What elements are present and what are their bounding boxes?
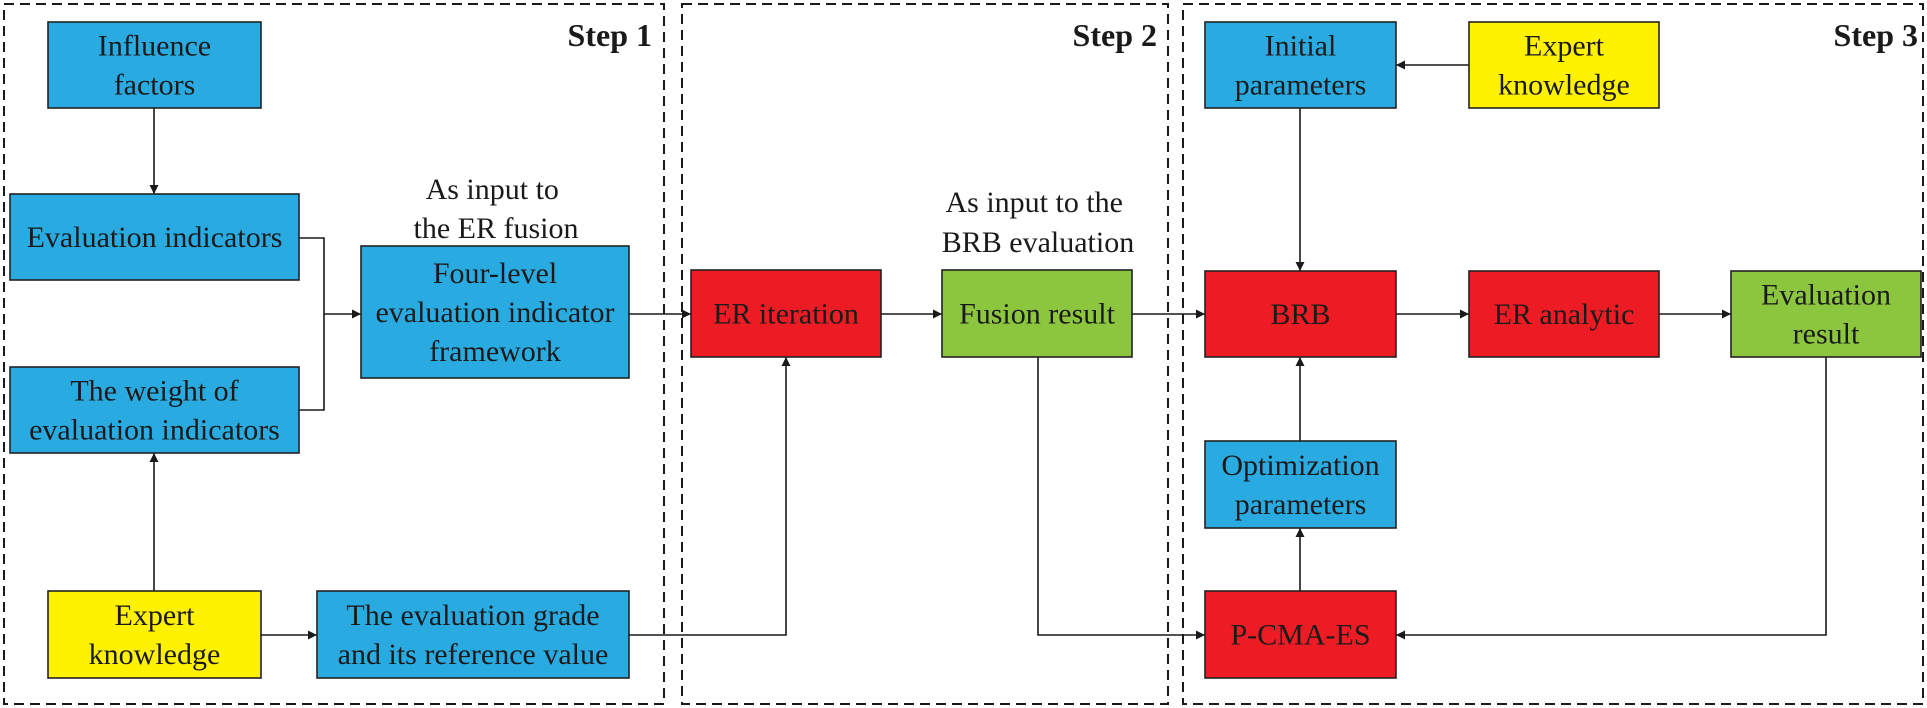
four-level-framework-box: Four-level evaluation indicator framework [360, 245, 630, 379]
box-label: evaluation indicators [29, 414, 280, 447]
box-label: parameters [1235, 69, 1367, 102]
brb-box: BRB [1204, 270, 1397, 358]
step-2-section [681, 3, 1169, 705]
box-shape [1468, 270, 1660, 358]
edge-grade-to-er-iteration [629, 357, 791, 636]
note-line: As input to [426, 173, 559, 206]
p-cma-es-box: P-CMA-ES [1204, 590, 1397, 679]
box-label: factors [114, 69, 196, 102]
evaluation-indicators-box: Evaluation indicators [9, 193, 300, 281]
edge-indicators-to-framework [299, 237, 361, 319]
box-shape [47, 21, 262, 109]
step-3-section [1182, 3, 1924, 705]
edge-weight-to-framework [299, 314, 325, 411]
box-shape [9, 193, 300, 281]
box-shape [47, 590, 262, 679]
box-label: evaluation indicator [375, 296, 614, 329]
box-label: Four-level [433, 257, 557, 290]
er-iteration-box: ER iteration [690, 269, 882, 358]
box-shape [1468, 21, 1660, 109]
initial-parameters-box: Initial parameters [1204, 21, 1397, 109]
influence-factors-box: Influence factors [47, 21, 262, 109]
box-label: ER analytic [1494, 298, 1635, 331]
er-fusion-input-note: As input to the ER fusion [414, 173, 579, 245]
box-label: The weight of [70, 375, 238, 408]
box-shape [9, 366, 300, 454]
box-shape [941, 269, 1133, 358]
box-label: Evaluation [1761, 279, 1891, 312]
edge-fusion-to-p-cma-es [1037, 357, 1205, 640]
box-label: Expert [115, 599, 196, 632]
box-label: ER iteration [713, 298, 859, 331]
box-label: knowledge [1498, 69, 1630, 102]
box-shape [1204, 21, 1397, 109]
step-2-label: Step 2 [1073, 17, 1157, 53]
fusion-result-box: Fusion result [941, 269, 1133, 358]
box-label: result [1793, 318, 1860, 351]
evaluation-grade-box: The evaluation grade and its reference va… [316, 590, 630, 679]
box-label: Expert [1524, 30, 1605, 63]
box-label: Fusion result [959, 298, 1116, 331]
note-line: BRB evaluation [942, 226, 1134, 259]
er-analytic-box: ER analytic [1468, 270, 1660, 358]
step-1-section [3, 3, 665, 705]
box-label: framework [429, 335, 561, 368]
box-label: BRB [1270, 298, 1330, 331]
box-label: Influence [98, 30, 211, 63]
note-line: the ER fusion [414, 212, 579, 245]
box-label: knowledge [89, 638, 221, 671]
box-shape [1204, 270, 1397, 358]
indicator-weight-box: The weight of evaluation indicators [9, 366, 300, 454]
edge-evaluation-result-to-p-cma-es [1396, 357, 1827, 640]
box-shape [1730, 270, 1922, 358]
step-1-label: Step 1 [568, 17, 652, 53]
box-label: Initial [1265, 30, 1337, 63]
box-shape [316, 590, 630, 679]
box-shape [1204, 440, 1397, 529]
step-3-label: Step 3 [1834, 17, 1918, 53]
expert-knowledge-box-step3: Expert knowledge [1468, 21, 1660, 109]
box-label: parameters [1235, 488, 1367, 521]
note-line: As input to the [946, 186, 1124, 219]
box-label: P-CMA-ES [1230, 619, 1370, 652]
box-label: Optimization [1221, 449, 1379, 482]
brb-input-note: As input to the BRB evaluation [942, 186, 1134, 259]
evaluation-result-box: Evaluation result [1730, 270, 1922, 358]
box-shape [690, 269, 882, 358]
box-label: The evaluation grade [346, 599, 599, 632]
box-shape [360, 245, 630, 379]
box-label: Evaluation indicators [27, 221, 283, 254]
optimization-parameters-box: Optimization parameters [1204, 440, 1397, 529]
expert-knowledge-box-step1: Expert knowledge [47, 590, 262, 679]
box-shape [1204, 590, 1397, 679]
box-label: and its reference value [338, 638, 609, 671]
